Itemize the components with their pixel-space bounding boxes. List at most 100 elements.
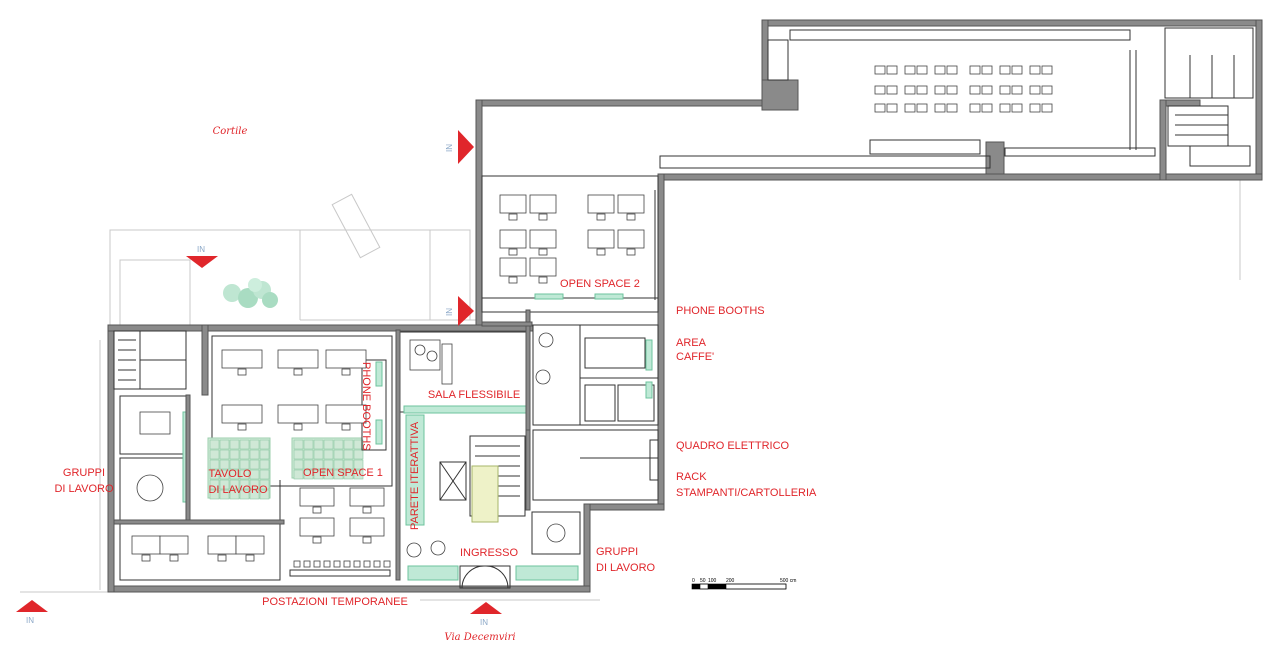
table-tile — [259, 469, 270, 480]
desk — [999, 103, 1011, 113]
temporary-seat — [293, 560, 301, 568]
desk — [904, 85, 916, 95]
table-tile — [209, 439, 220, 450]
svg-text:IN: IN — [445, 144, 454, 152]
desk — [886, 65, 898, 75]
table-tile — [353, 469, 364, 480]
trees — [223, 278, 278, 308]
desk — [981, 85, 993, 95]
scale-bar: 0 50 100 200 500 cm — [691, 578, 796, 590]
table-tile — [343, 449, 354, 460]
desk — [299, 517, 335, 537]
via-label: Via Decemviri — [444, 632, 515, 643]
desk — [1011, 103, 1023, 113]
desk — [529, 257, 557, 277]
phone-booths-column — [361, 359, 387, 451]
table-tile — [313, 439, 324, 450]
temporary-seat — [343, 560, 351, 568]
top-hall-desks — [874, 65, 1053, 113]
table-tile — [333, 439, 344, 450]
desk — [1041, 65, 1053, 75]
open-space-2-label: OPEN SPACE 2 — [560, 278, 640, 290]
outer-walls — [107, 19, 1263, 593]
svg-text:IN: IN — [445, 308, 454, 316]
table-tile — [219, 469, 230, 480]
chair — [538, 248, 548, 256]
tavolo-label-line2: DI LAVORO — [208, 484, 268, 496]
desk — [617, 194, 645, 214]
table-tile — [219, 449, 230, 460]
temporary-seat — [333, 560, 341, 568]
chair — [341, 423, 351, 431]
table-tile — [209, 489, 220, 500]
table-tile — [229, 469, 240, 480]
desk — [904, 65, 916, 75]
table-tile — [313, 469, 324, 480]
table-tile — [293, 469, 304, 480]
table-tile — [353, 459, 364, 470]
desk — [221, 404, 263, 424]
temporary-seat — [353, 560, 361, 568]
temporary-seat — [383, 560, 391, 568]
table-tile — [293, 459, 304, 470]
desk — [1041, 103, 1053, 113]
chair — [362, 506, 372, 514]
desk — [946, 103, 958, 113]
entrance-marker-courtyard-left: IN — [186, 245, 218, 268]
desk — [874, 85, 886, 95]
table-tile — [259, 489, 270, 500]
tavolo-di-lavoro-table — [207, 437, 364, 500]
open-space-1-label: OPEN SPACE 1 — [303, 467, 383, 479]
table-tile — [303, 449, 314, 460]
table-tile — [259, 439, 270, 450]
scale-tick-200: 200 — [726, 578, 735, 584]
chair — [312, 536, 322, 544]
desk — [874, 103, 886, 113]
chair — [237, 423, 247, 431]
cortile-label: Cortile — [213, 126, 248, 137]
table-tile — [239, 439, 250, 450]
rack-label-line2: STAMPANTI/CARTOLLERIA — [676, 487, 817, 499]
table-tile — [209, 449, 220, 460]
table-tile — [249, 479, 260, 490]
core-stairs — [439, 435, 526, 523]
svg-text:IN: IN — [480, 618, 488, 627]
entrance-marker-courtyard-mid: IN — [445, 296, 474, 326]
chair — [362, 536, 372, 544]
table-tile — [303, 459, 314, 470]
gruppi-left-label-line1: GRUPPI — [63, 467, 105, 479]
table-tile — [343, 459, 354, 470]
table-tile — [209, 459, 220, 470]
table-tile — [209, 469, 220, 480]
table-tile — [229, 479, 240, 490]
desk — [499, 229, 527, 249]
desk — [131, 535, 161, 555]
desk — [916, 85, 928, 95]
ingresso-area — [406, 511, 581, 589]
table-tile — [249, 439, 260, 450]
chair — [596, 213, 606, 221]
table-tile — [259, 479, 270, 490]
rack-label-line1: RACK — [676, 471, 707, 483]
phone-booths-vertical-label: PHONE BOOTHS — [360, 362, 372, 451]
desk — [587, 229, 615, 249]
scale-tick-100: 100 — [708, 578, 717, 584]
chair — [626, 248, 636, 256]
parete-iterattiva-wall — [405, 414, 425, 526]
desk — [1011, 85, 1023, 95]
entrance-marker-courtyard-top: IN — [445, 130, 474, 164]
temporary-seat — [363, 560, 371, 568]
inner-partitions — [113, 309, 533, 581]
chair — [293, 368, 303, 376]
area-caffe-label-line2: CAFFE' — [676, 351, 714, 363]
desk — [1041, 85, 1053, 95]
desk — [221, 349, 263, 369]
desk — [999, 85, 1011, 95]
desk — [499, 257, 527, 277]
table-tile — [303, 439, 314, 450]
chair — [341, 368, 351, 376]
desk — [946, 85, 958, 95]
desk — [946, 65, 958, 75]
postazioni-temporanee-label: POSTAZIONI TEMPORANEE — [262, 596, 408, 608]
